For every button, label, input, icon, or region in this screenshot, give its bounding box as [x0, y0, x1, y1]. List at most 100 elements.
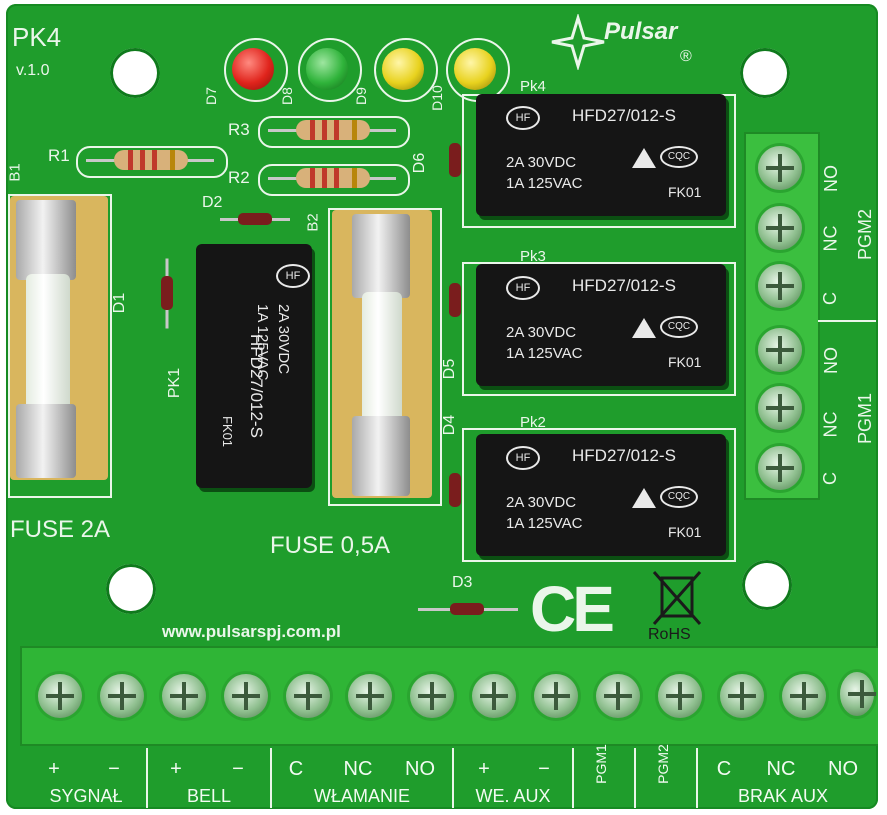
- screw-terminal-pgm2-c[interactable]: [758, 264, 802, 308]
- screw-terminal-pgm1-no[interactable]: [758, 328, 802, 372]
- hf-logo-icon: HF: [506, 106, 540, 130]
- relay-pk3-spec: 2A 30VDC 1A 125VAC: [506, 322, 582, 364]
- screw-terminal-pgm1[interactable]: [596, 674, 640, 718]
- hf-logo-icon: HF: [276, 264, 310, 288]
- relay-pk1: HF 2A 30VDC 1A 125VAC HFD27/012-S FK01: [196, 244, 312, 488]
- relay-spec-line2: 1A 125VAC: [506, 175, 583, 192]
- screw-terminal-wlamanie-c[interactable]: [286, 674, 330, 718]
- warning-triangle-icon: [632, 488, 656, 508]
- pin-label: +: [48, 758, 60, 780]
- mounting-hole-bottom-left: [106, 564, 156, 614]
- designator-d8: D8: [278, 87, 295, 105]
- relay-pk2-spec: 2A 30VDC 1A 125VAC: [506, 492, 582, 534]
- relay-spec-line2: 1A 125VAC: [506, 515, 583, 532]
- group-divider: [270, 748, 272, 808]
- pin-label: +: [170, 758, 182, 780]
- led-red: [232, 48, 274, 90]
- screw-terminal-sygnal-minus[interactable]: [100, 674, 144, 718]
- ce-mark: CE: [530, 573, 615, 645]
- version-label: v.1.0: [16, 62, 50, 79]
- side-label-pgm1-c: C: [820, 472, 840, 485]
- r1-outline: [76, 146, 228, 178]
- pin-label: −: [538, 758, 550, 780]
- side-divider: [818, 320, 876, 322]
- designator-d7: D7: [202, 87, 219, 105]
- screw-terminal-brakaux-c[interactable]: [720, 674, 764, 718]
- hf-logo-icon: HF: [506, 446, 540, 470]
- cqc-icon: CQC: [660, 486, 698, 508]
- screw-terminal-pgm2-nc[interactable]: [758, 206, 802, 250]
- designator-d2: D2: [202, 194, 223, 211]
- relay-pk2-part: HFD27/012-S: [572, 446, 676, 465]
- pin-label: −: [232, 758, 244, 780]
- screw-terminal-brakaux-nc[interactable]: [782, 674, 826, 718]
- fuse-b1-outline: [8, 194, 112, 498]
- pin-label: +: [478, 758, 490, 780]
- side-label-pgm1-no: NO: [821, 347, 841, 374]
- group-label-bell: BELL: [186, 786, 232, 806]
- group-label-weaux: WE. AUX: [475, 786, 551, 806]
- mounting-hole-top-left: [110, 48, 160, 98]
- group-label-wlamanie: WŁAMANIE: [313, 786, 410, 806]
- screw-terminal-weaux-minus[interactable]: [534, 674, 578, 718]
- led-yellow-1: [382, 48, 424, 90]
- screw-terminal-sygnal-plus[interactable]: [38, 674, 82, 718]
- resistor-r1: [114, 150, 188, 170]
- diode-d6: [449, 143, 461, 177]
- led-yellow-2: [454, 48, 496, 90]
- screw-terminal-brakaux-no[interactable]: [840, 672, 876, 716]
- r2-outline: [258, 164, 410, 196]
- designator-d6: D6: [411, 152, 429, 174]
- fuse-b1-cap-top: [16, 200, 76, 280]
- relay-pk4-spec: 2A 30VDC 1A 125VAC: [506, 152, 582, 194]
- designator-d3: D3: [452, 574, 473, 591]
- led-outline: [224, 38, 288, 102]
- warning-triangle-icon: [632, 318, 656, 338]
- group-label-sygnal: SYGNAŁ: [49, 786, 123, 806]
- relay-pk4-part: HFD27/012-S: [572, 106, 676, 125]
- relay-spec-line1: 2A 30VDC: [506, 324, 577, 341]
- group-label-brakaux: BRAK AUX: [737, 786, 829, 806]
- pulsar-star-icon: [551, 14, 605, 70]
- group-divider: [696, 748, 698, 808]
- screw-terminal-pgm1-nc[interactable]: [758, 386, 802, 430]
- pin-label: PGM1: [593, 744, 609, 784]
- screw-terminal-wlamanie-nc[interactable]: [348, 674, 392, 718]
- fuse-b2-outline: [328, 208, 442, 506]
- diode-d3: [450, 603, 484, 615]
- relay-pk3: HF HFD27/012-S 2A 30VDC 1A 125VAC CQC FK…: [476, 264, 726, 386]
- relay-spec-line2: 1A 125VAC: [506, 345, 583, 362]
- relay-pk4: HF HFD27/012-S 2A 30VDC 1A 125VAC CQC FK…: [476, 94, 726, 216]
- group-divider: [634, 748, 636, 808]
- screw-terminal-weaux-plus[interactable]: [472, 674, 516, 718]
- bottom-terminal-strip: [20, 646, 878, 746]
- designator-d1: D1: [111, 292, 129, 314]
- model-label: PK4: [12, 22, 62, 52]
- pin-label: NO: [405, 758, 435, 780]
- relay-pk3-outline: [462, 262, 736, 396]
- pin-label: −: [108, 758, 120, 780]
- relay-pk2: HF HFD27/012-S 2A 30VDC 1A 125VAC CQC FK…: [476, 434, 726, 556]
- side-group-pgm2: PGM2: [855, 208, 876, 261]
- pcb-board: PK4 v.1.0 Pulsar ® D7 D8 D9 D10 R1 R3: [6, 4, 878, 809]
- screw-terminal-pgm2-no[interactable]: [758, 146, 802, 190]
- designator-r3: R3: [228, 120, 250, 139]
- led-outline: [298, 38, 362, 102]
- designator-pk1: PK1: [166, 367, 184, 399]
- fuse-b1-cap-bottom: [16, 404, 76, 478]
- pin-label: PGM2: [655, 744, 671, 784]
- screw-terminal-bell-plus[interactable]: [162, 674, 206, 718]
- pin-label: C: [288, 758, 304, 780]
- screw-terminal-pgm2[interactable]: [658, 674, 702, 718]
- mounting-hole-bottom-right: [742, 560, 792, 610]
- pulsar-logo: Pulsar ®: [548, 14, 708, 70]
- screw-terminal-pgm1-c[interactable]: [758, 446, 802, 490]
- screw-terminal-wlamanie-no[interactable]: [410, 674, 454, 718]
- designator-d10: D10: [428, 85, 445, 111]
- diode-d2: [238, 213, 272, 225]
- weee-bin-icon: [650, 568, 704, 628]
- fuse-b2-cap-top: [352, 214, 410, 298]
- screw-terminal-bell-minus[interactable]: [224, 674, 268, 718]
- brand-label: Pulsar: [604, 18, 678, 45]
- side-label-pgm2-no: NO: [821, 165, 841, 192]
